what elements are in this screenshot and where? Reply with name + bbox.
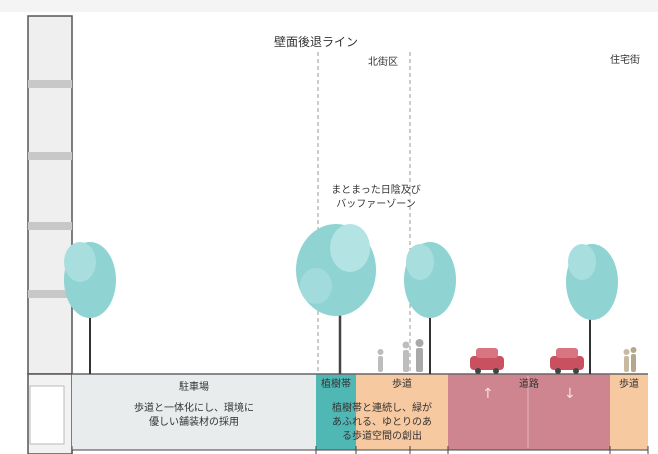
pedestrians (377, 339, 637, 372)
zone-label-road: 道路 (519, 379, 539, 390)
greenbelt-desc-2: あふれる、ゆとりのあ (332, 417, 432, 428)
zone-label-parking: 駐車場 (179, 382, 209, 393)
greenbelt-desc-3: る歩道空間の創出 (342, 431, 422, 442)
parking-desc-2: 優しい舗装材の採用 (149, 417, 239, 428)
tree-4 (566, 244, 618, 374)
down-arrow-icon: ↓ (564, 386, 576, 402)
sidewalk-zone-1 (356, 374, 448, 450)
car-1 (470, 348, 504, 374)
building (27, 15, 73, 454)
tree-3 (404, 242, 456, 374)
parking-desc-1: 歩道と一体化にし、環境に (134, 403, 254, 414)
north-district-label: 北街区 (368, 57, 398, 68)
parking-zone (72, 374, 316, 450)
setback-line-label: 壁面後退ライン (274, 35, 359, 49)
dimension-line (71, 446, 649, 454)
car-2 (550, 348, 584, 374)
shade-zone-label-2: バッファーゾーン (336, 199, 416, 210)
zone-label-sidewalk-1: 歩道 (392, 379, 412, 390)
shade-zone-label-1: まとまった日陰及び (331, 185, 421, 196)
zone-label-greenbelt: 植樹帯 (321, 379, 351, 390)
setback-lines (317, 52, 411, 374)
greenbelt-zone (316, 374, 356, 450)
residential-label: 住宅街 (610, 55, 640, 66)
tree-1 (64, 242, 116, 374)
tree-2 (296, 224, 376, 374)
sidewalk-zone-2 (610, 374, 648, 450)
up-arrow-icon: ↑ (482, 386, 494, 402)
ground-zones (72, 373, 648, 450)
greenbelt-desc-1: 植樹帯と連続し、緑が (332, 403, 432, 414)
road-zone (448, 374, 610, 450)
zone-label-sidewalk-2: 歩道 (619, 379, 639, 390)
